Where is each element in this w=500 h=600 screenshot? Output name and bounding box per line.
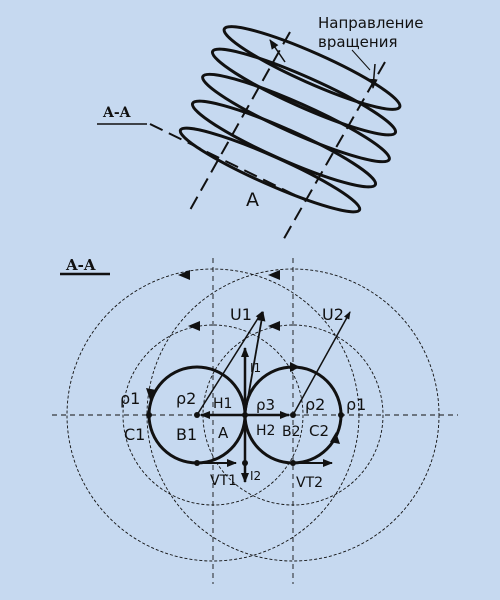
label-h1: H1 <box>213 396 232 412</box>
label-i2: I2 <box>250 469 261 483</box>
label-a: A <box>218 424 229 442</box>
top-point-label: A <box>246 189 259 211</box>
direction-arrow-right <box>369 63 378 89</box>
vectors <box>196 311 351 483</box>
direction-arrow-left <box>269 39 286 63</box>
bearing-arrows <box>146 362 340 444</box>
orbit-arrow <box>178 270 190 280</box>
point-c2 <box>338 412 344 418</box>
u1-vector <box>244 311 266 416</box>
section-view: A-A <box>52 256 458 584</box>
bearing-arrow <box>146 388 156 400</box>
bearing-arrow <box>330 432 340 444</box>
label-rho2-left: ρ2 <box>176 389 196 408</box>
label-c1: C1 <box>124 425 145 444</box>
orbit-arrow <box>268 270 280 280</box>
label-b2: B2 <box>282 424 301 440</box>
u1-diagonal <box>196 311 263 416</box>
coil <box>178 126 362 214</box>
label-c2: C2 <box>309 422 329 440</box>
direction-label-line1: Направление <box>318 14 423 32</box>
helix-axes <box>149 31 386 243</box>
coil <box>210 47 398 137</box>
axis-left <box>189 31 291 211</box>
label-rho1-left: ρ1 <box>120 389 140 408</box>
helix-view: Направление вращения A-A A <box>97 14 423 243</box>
label-rho1-right: ρ1 <box>346 395 366 414</box>
label-h2: H2 <box>256 423 275 439</box>
center-lines <box>52 258 458 584</box>
orbit-arrow <box>188 321 200 331</box>
label-vt2: VT2 <box>296 475 323 491</box>
u2-vector <box>292 311 351 416</box>
label-rho3: ρ3 <box>256 396 275 414</box>
coil <box>222 25 402 111</box>
label-vt1: VT1 <box>210 473 237 489</box>
orbit-arrow <box>268 321 280 331</box>
orbit-direction-arrows <box>178 270 280 331</box>
coil <box>190 99 378 189</box>
label-rho2-right: ρ2 <box>305 395 325 414</box>
direction-leader <box>351 49 371 71</box>
bearing-arrow <box>290 362 300 372</box>
section-trace <box>149 123 306 201</box>
section-title: A-A <box>65 256 96 274</box>
label-u1: U1 <box>230 305 252 324</box>
direction-label-line2: вращения <box>318 33 398 51</box>
helix-coils <box>178 25 402 214</box>
section-labels: U1 U2 I1 I2 ρ1 ρ2 H1 ρ3 ρ2 ρ1 C1 B1 A H2… <box>120 305 366 491</box>
point-c1 <box>146 412 152 418</box>
label-i1: I1 <box>250 361 261 375</box>
label-u2: U2 <box>322 305 344 324</box>
label-b1: B1 <box>176 425 197 444</box>
top-section-label: A-A <box>102 105 132 121</box>
axis-right <box>281 61 386 243</box>
